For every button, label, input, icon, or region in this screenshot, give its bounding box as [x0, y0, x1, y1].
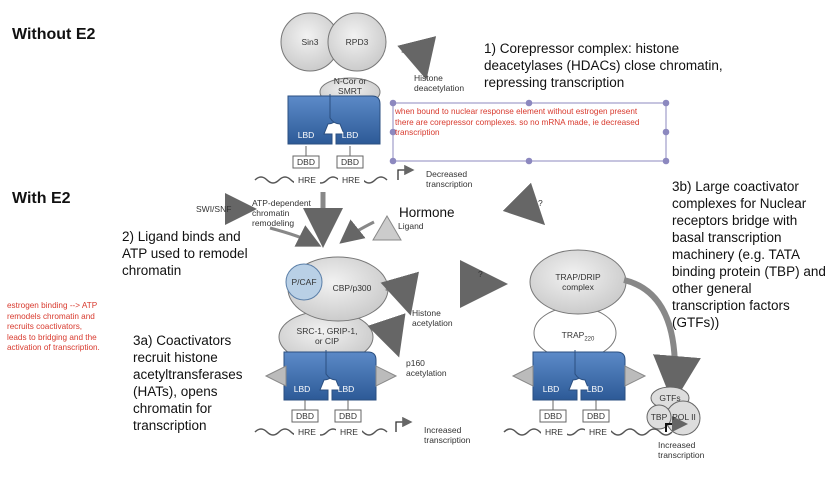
- swisnf-label: SWI/SNF: [196, 204, 232, 214]
- note-red-left: estrogen binding --> ATP remodels chroma…: [7, 301, 100, 353]
- dbd-label: DBD: [296, 411, 314, 421]
- trap220-label: TRAP220: [561, 330, 595, 343]
- caption-3b: 3b) Large coactivator complexes for Nucl…: [672, 179, 826, 330]
- hre-label: HRE: [294, 175, 320, 185]
- increased-transcription-label: Increased transcription: [424, 425, 471, 445]
- caption-2: 2) Ligand binds and ATP used to remodel …: [122, 229, 248, 278]
- rpd3-label: RPD3: [345, 37, 369, 47]
- caption-3a: 3a) Coactivators recruit histone acetylt…: [133, 333, 243, 433]
- hre-label: HRE: [294, 427, 320, 437]
- histone-acetylation-label: Histone acetylation: [412, 308, 453, 328]
- lbd-label: LBD: [341, 130, 359, 140]
- ncor-label: N-Cor or SMRT: [333, 76, 367, 96]
- dbd-label: DBD: [297, 157, 315, 167]
- note-red-top[interactable]: when bound to nuclear response element w…: [395, 107, 640, 138]
- lbd-label: LBD: [297, 130, 315, 140]
- gtfs-label: GTFs: [659, 393, 681, 403]
- pcaf-label: P/CAF: [291, 277, 317, 287]
- selection-handles[interactable]: [389, 99, 670, 165]
- atp-remodeling-label: ATP-dependent chromatin remodeling: [252, 198, 311, 228]
- question-mark-2: ?: [478, 269, 483, 279]
- lbd-label: LBD: [293, 384, 311, 394]
- tbp-label: TBP: [650, 412, 668, 422]
- deacetylation-arrow: [397, 36, 437, 80]
- dbd-label: DBD: [587, 411, 605, 421]
- increased-transcription-right-label: Increased transcription: [658, 440, 705, 460]
- hormone-triangle: [372, 215, 402, 241]
- lbd-right-top: [329, 94, 381, 145]
- p160-acetylation-label: p160 acetylation: [406, 358, 447, 378]
- src-label: SRC-1, GRIP-1, or CIP: [296, 326, 358, 346]
- diagonal-arrow: [502, 182, 546, 226]
- lbd-label: LBD: [337, 384, 355, 394]
- dbd-label: DBD: [341, 157, 359, 167]
- hre-label: HRE: [541, 427, 567, 437]
- histone-deacetylation-label: Histone deacetylation: [414, 73, 465, 93]
- lbd-label: LBD: [542, 384, 560, 394]
- heading-with-e2: With E2: [12, 190, 71, 207]
- pol2-label: POL II: [672, 412, 696, 422]
- trap-drip-label: TRAP/DRIP complex: [555, 272, 601, 292]
- lbd-label: LBD: [586, 384, 604, 394]
- dbd-label: DBD: [339, 411, 357, 421]
- sin3-label: Sin3: [301, 37, 319, 47]
- hormone-label: Hormone: [399, 205, 455, 220]
- dna-strand-mid: [254, 428, 388, 436]
- pcaf-shape: [285, 263, 323, 301]
- ligand-label: Ligand: [398, 221, 424, 231]
- rpd3-shape: [327, 12, 387, 72]
- dna-strand-top: [254, 176, 388, 184]
- tss-arrow-top: [397, 164, 415, 180]
- question-mark-1: ?: [538, 198, 543, 208]
- caption-1: 1) Corepressor complex: histone deacetyl…: [484, 41, 723, 90]
- heading-without-e2: Without E2: [12, 26, 96, 43]
- dbd-label: DBD: [544, 411, 562, 421]
- hre-label: HRE: [585, 427, 611, 437]
- decreased-transcription-label: Decreased transcription: [426, 169, 473, 189]
- bridge-arrow: [623, 277, 701, 404]
- hre-label: HRE: [338, 175, 364, 185]
- cbp-label: CBP/p300: [332, 283, 372, 293]
- hre-label: HRE: [336, 427, 362, 437]
